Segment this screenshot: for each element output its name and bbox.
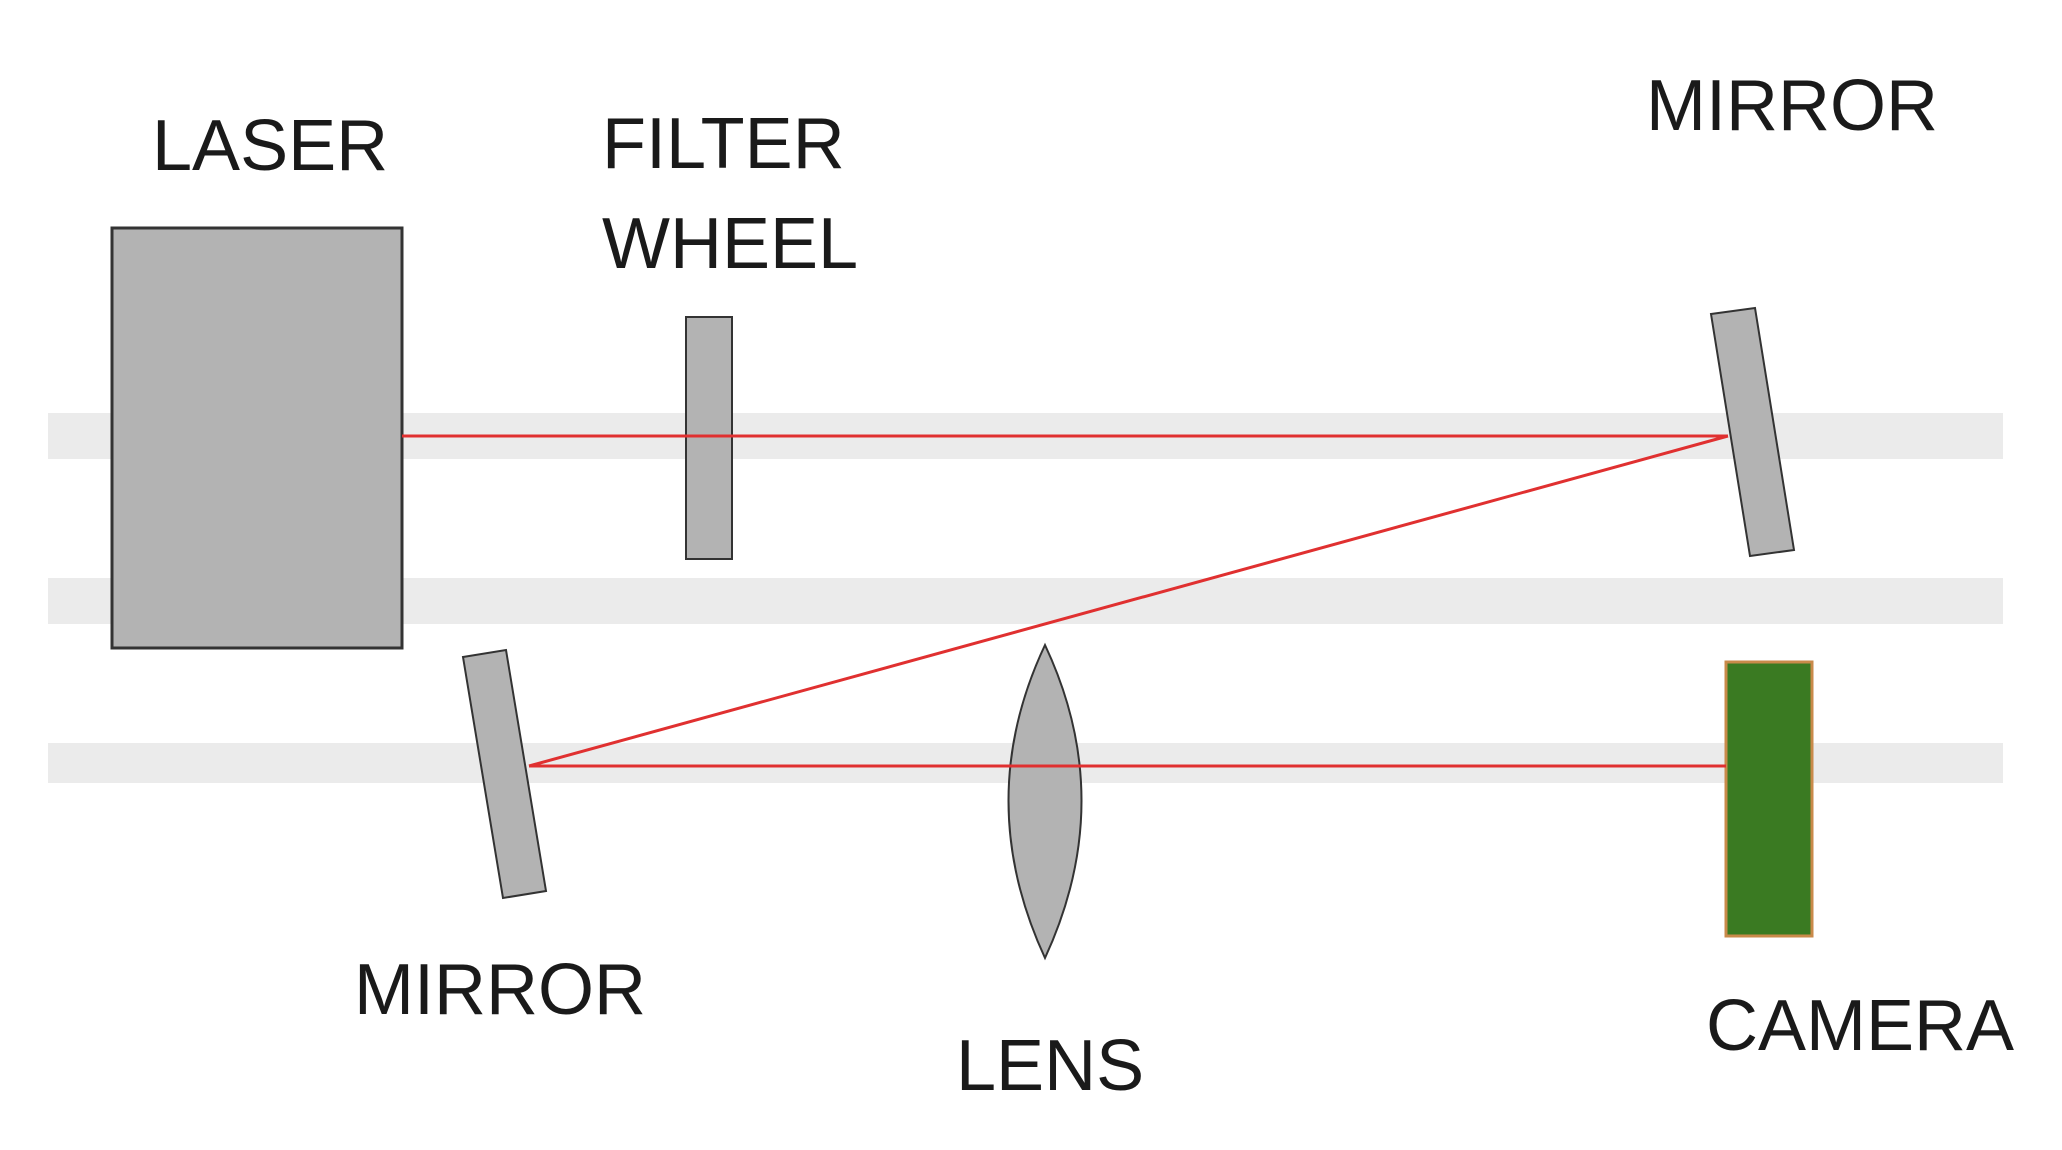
label-filter-wheel-line1: FILTER	[602, 104, 845, 184]
mirror-bottom	[461, 648, 548, 900]
mirror-top	[1709, 306, 1796, 558]
camera-body	[1724, 660, 1814, 938]
label-laser: LASER	[152, 96, 388, 196]
label-mirror-bottom: MIRROR	[354, 940, 646, 1040]
laser-body	[110, 226, 404, 650]
label-mirror-bottom-text: MIRROR	[354, 950, 646, 1030]
filter-wheel	[685, 316, 733, 560]
label-mirror-top-text: MIRROR	[1646, 66, 1938, 146]
label-laser-text: LASER	[152, 106, 389, 186]
lens	[1007, 642, 1083, 961]
beam-mirror-to-mirror	[528, 434, 1729, 768]
label-lens: LENS	[956, 1016, 1144, 1116]
label-lens-text: LENS	[956, 1026, 1145, 1106]
label-camera-text: CAMERA	[1706, 986, 2015, 1066]
label-mirror-top: MIRROR	[1646, 56, 1938, 156]
label-filter-wheel: FILTER WHEEL	[602, 94, 858, 294]
label-camera: CAMERA	[1706, 976, 2014, 1076]
label-filter-wheel-line2: WHEEL	[602, 204, 859, 284]
